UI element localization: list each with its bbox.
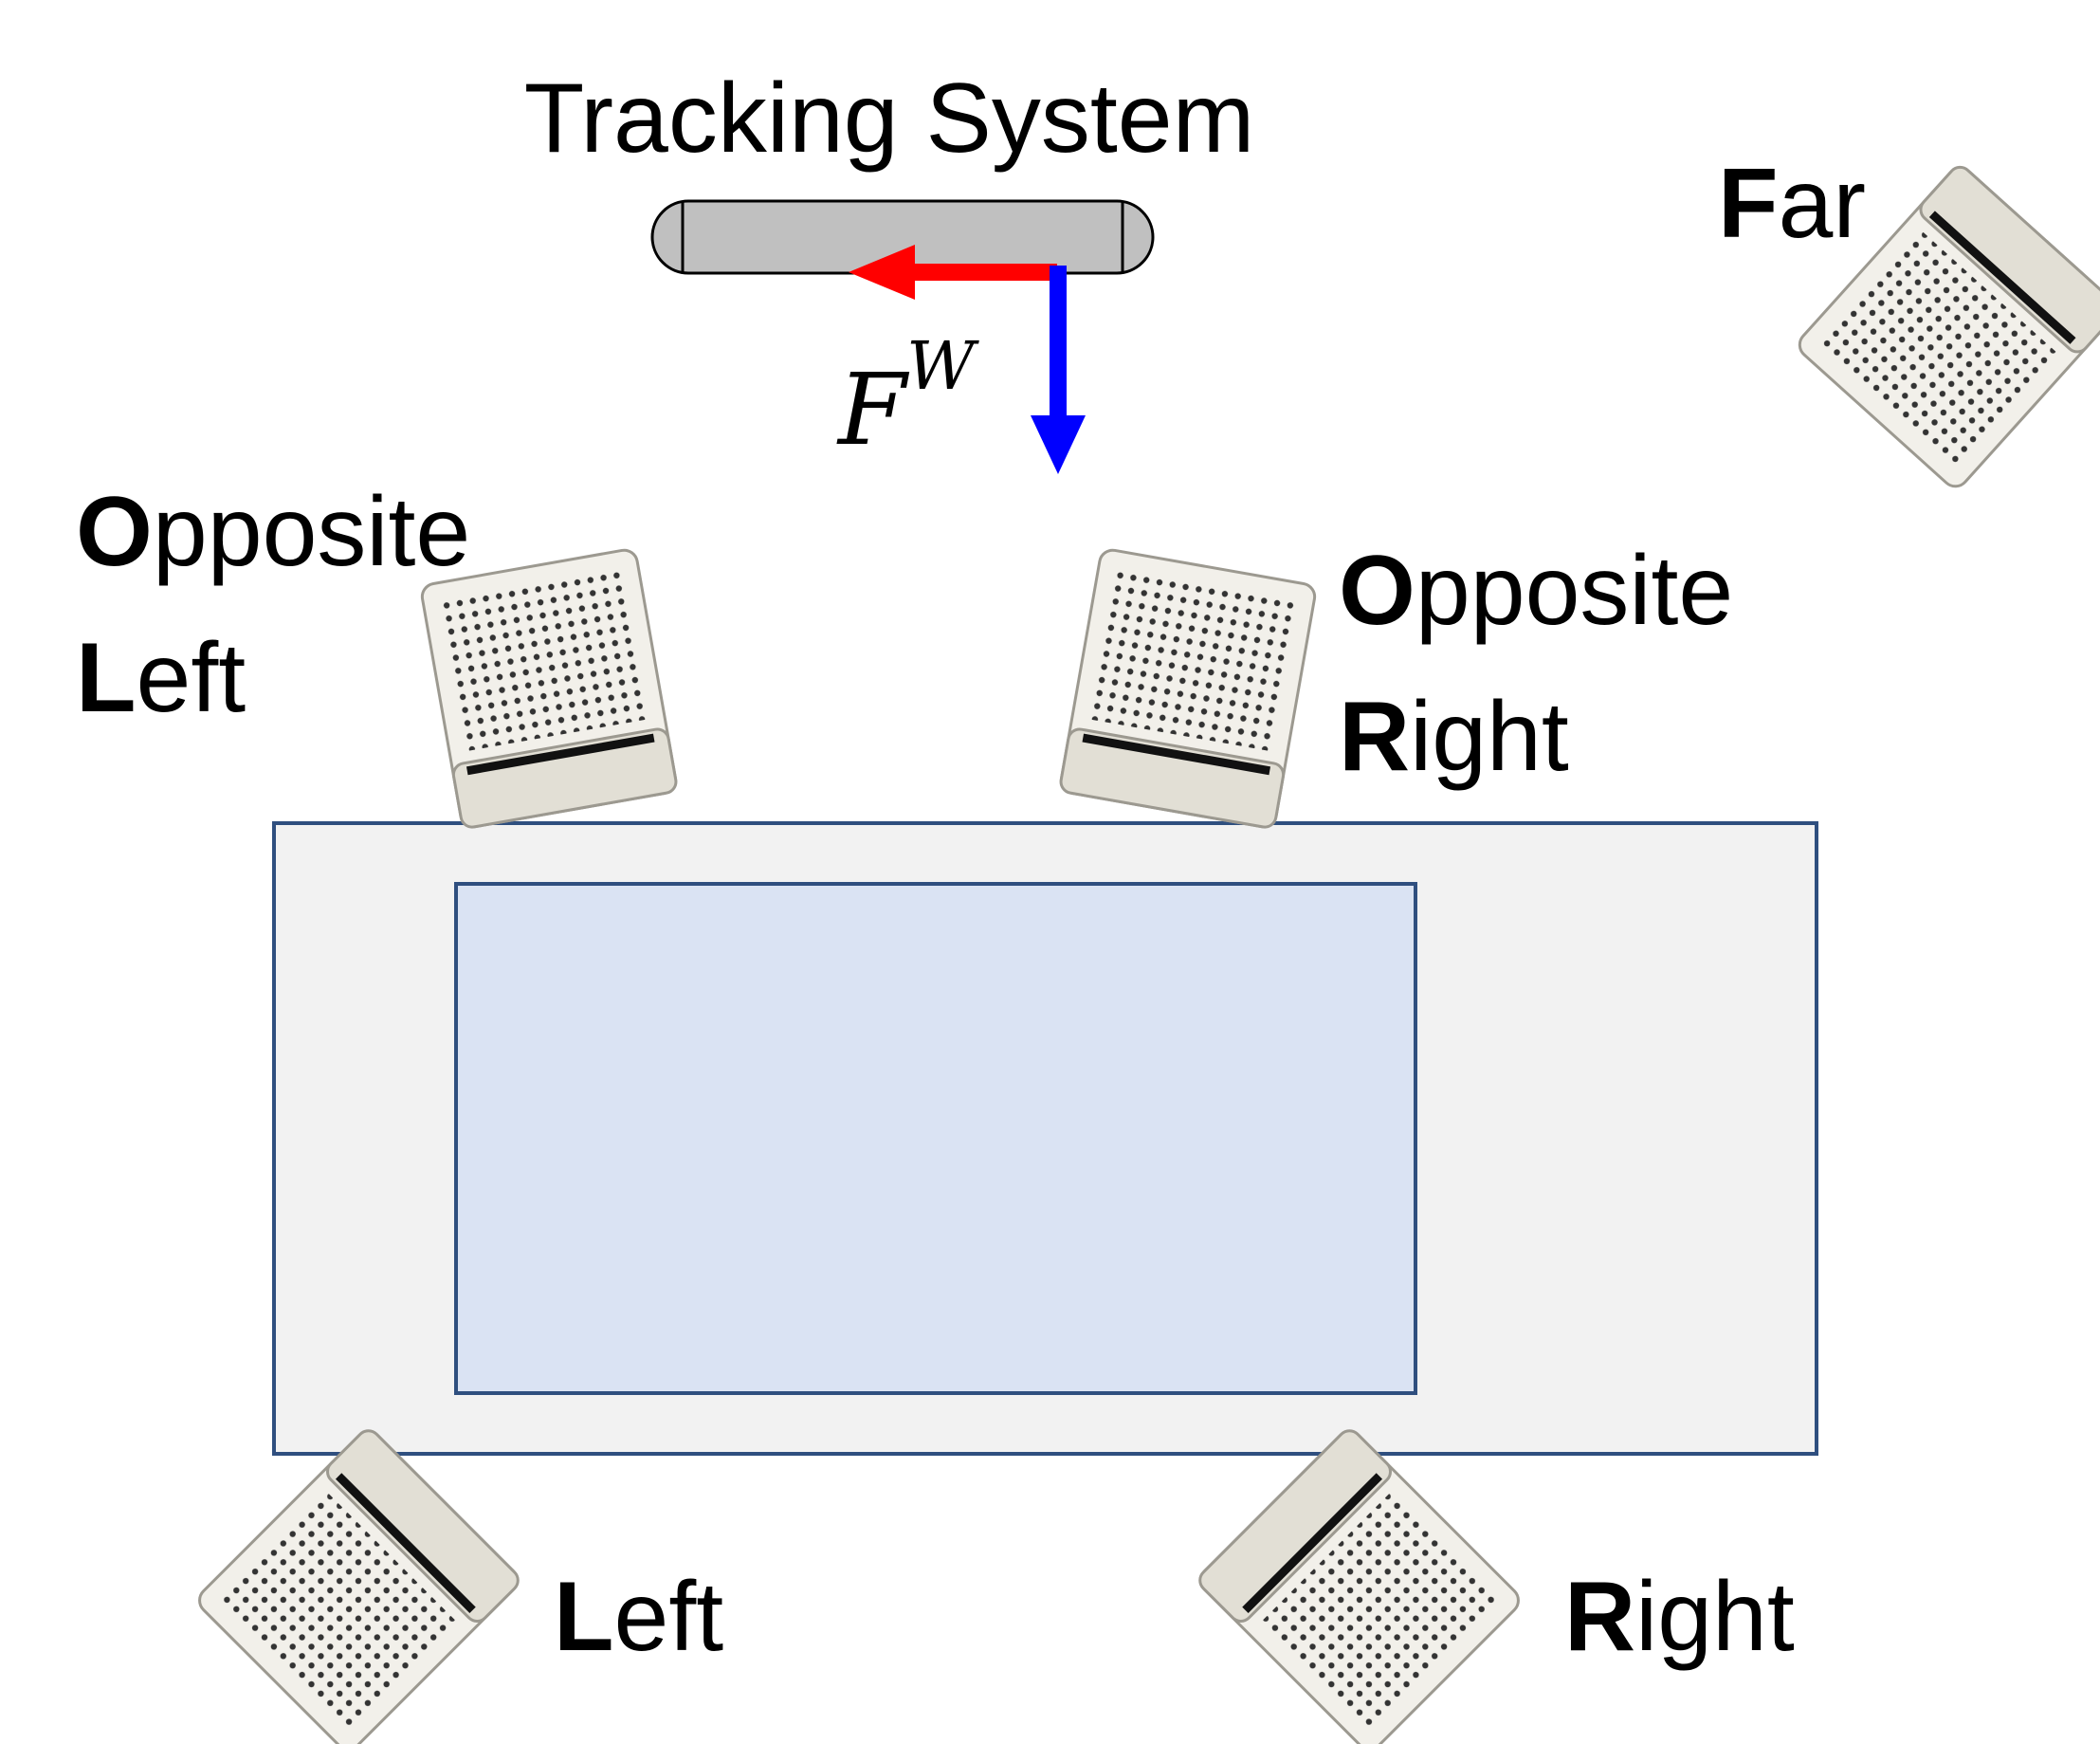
camera-opposite-left xyxy=(418,546,680,831)
title-label: Tracking System xyxy=(524,64,1255,174)
right-label-rest: ight xyxy=(1635,1562,1795,1672)
opposite-right-initial-1: O xyxy=(1339,536,1415,646)
frame-label-base: F xyxy=(836,352,910,468)
frame-label-superscript: W xyxy=(906,327,979,405)
left-label-initial: L xyxy=(554,1562,614,1672)
camera-icon xyxy=(192,1424,524,1744)
right-label: Right xyxy=(1564,1562,1795,1672)
camera-right xyxy=(1194,1424,1525,1744)
camera-left xyxy=(192,1424,524,1744)
far-label: Far xyxy=(1718,149,1866,259)
work-area xyxy=(454,882,1417,1395)
opposite-left-initial-1: O xyxy=(76,477,153,587)
frame-label: FW xyxy=(836,327,979,468)
opposite-right-rest-2: ight xyxy=(1410,682,1569,792)
left-label-rest: eft xyxy=(614,1562,724,1672)
tracking-bar-icon xyxy=(650,199,1155,275)
left-label: Left xyxy=(554,1562,723,1672)
camera-icon xyxy=(1057,546,1319,831)
opposite-right-rest-1: pposite xyxy=(1415,536,1733,646)
opposite-left-label-line2: Left xyxy=(76,623,246,733)
opposite-left-initial-2: L xyxy=(76,623,137,733)
opposite-right-label-line1: Opposite xyxy=(1339,536,1733,646)
right-label-initial: R xyxy=(1564,1562,1635,1672)
opposite-left-rest-1: pposite xyxy=(153,477,470,587)
camera-icon xyxy=(1194,1424,1525,1744)
far-label-initial: F xyxy=(1718,149,1779,259)
opposite-right-initial-2: R xyxy=(1339,682,1410,792)
opposite-right-label-line2: Right xyxy=(1339,682,1569,792)
far-label-rest: ar xyxy=(1779,149,1866,259)
camera-icon xyxy=(418,546,680,831)
camera-opposite-right xyxy=(1057,546,1319,831)
opposite-left-label-line1: Opposite xyxy=(76,477,470,587)
opposite-left-rest-2: eft xyxy=(137,623,247,733)
x-axis-arrow xyxy=(849,245,1057,300)
z-axis-arrow xyxy=(1031,266,1086,474)
